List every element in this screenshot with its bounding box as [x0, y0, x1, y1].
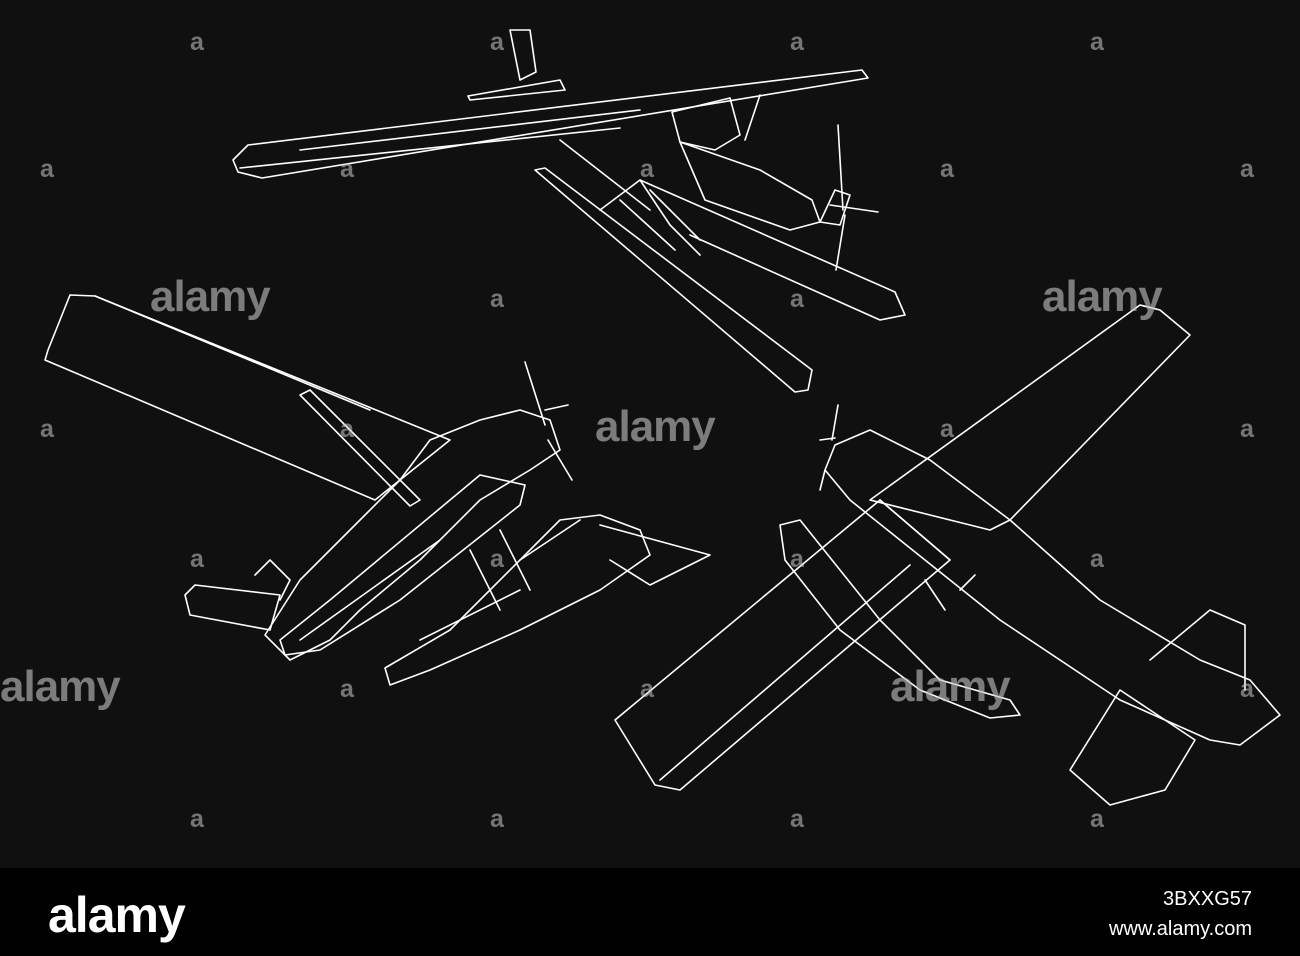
- watermark-small: a: [490, 28, 504, 56]
- watermark-small: a: [1240, 155, 1254, 183]
- watermark-small: a: [640, 675, 654, 703]
- seaplane-bottom-right: [614, 304, 1281, 806]
- watermark-logo: alamy: [150, 272, 271, 321]
- footer-bar: alamy 3BXXG57 www.alamy.com: [0, 868, 1300, 956]
- watermark-logo: alamy: [890, 662, 1011, 711]
- watermark-logo: alamy: [0, 662, 121, 711]
- watermark-small: a: [790, 805, 804, 833]
- watermark-small: a: [190, 28, 204, 56]
- watermark-small: a: [190, 545, 204, 573]
- seaplane-bottom-left: [44, 294, 711, 686]
- watermark-small: a: [40, 415, 54, 443]
- footer-url: www.alamy.com: [1109, 918, 1252, 940]
- footer-logo: alamy: [48, 887, 186, 943]
- watermark-small: a: [490, 805, 504, 833]
- watermark-small: a: [790, 28, 804, 56]
- watermark-small: a: [940, 155, 954, 183]
- watermark-small: a: [490, 545, 504, 573]
- watermark-small: a: [790, 545, 804, 573]
- watermark-small: a: [1240, 415, 1254, 443]
- watermark-small: a: [1090, 28, 1104, 56]
- watermark-logo: alamy: [1042, 272, 1163, 321]
- seaplane-top: [232, 29, 906, 393]
- watermark-small: a: [1090, 805, 1104, 833]
- watermark-small: a: [790, 285, 804, 313]
- watermark-small: a: [940, 415, 954, 443]
- image-id: 3BXXG57: [1163, 888, 1252, 910]
- watermark-small: a: [640, 155, 654, 183]
- watermark-small: a: [490, 285, 504, 313]
- watermark-logo: alamy: [595, 402, 716, 451]
- watermark-small: a: [340, 155, 354, 183]
- watermark-small: a: [340, 675, 354, 703]
- watermark-small: a: [1240, 675, 1254, 703]
- watermark-small: a: [1090, 545, 1104, 573]
- watermark-small: a: [190, 805, 204, 833]
- watermark-small: a: [340, 415, 354, 443]
- seaplanes-line-drawing: [44, 29, 1281, 806]
- watermark-small: a: [40, 155, 54, 183]
- artwork-area: a a a a a a a a a alamy a a alamy a a al…: [0, 0, 1300, 868]
